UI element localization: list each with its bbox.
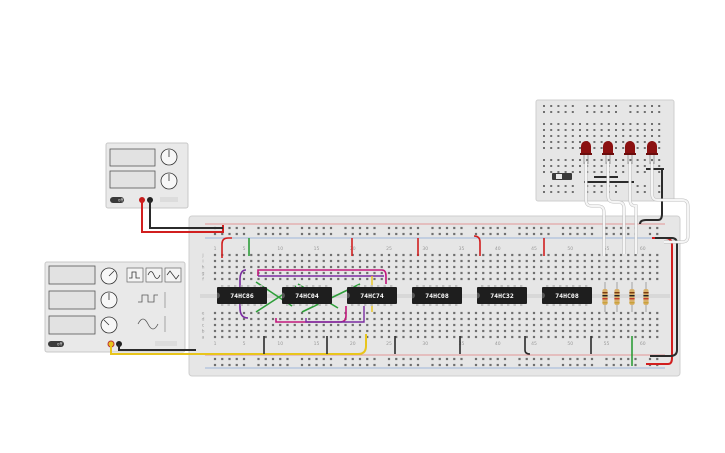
row-letter: d	[202, 317, 205, 323]
column-number: 60	[640, 246, 646, 252]
chip-label: 74HC74	[360, 292, 384, 300]
wire-magenta-top[interactable]	[257, 269, 387, 284]
chip-label: 74HC08	[425, 292, 449, 300]
row-letter: h	[202, 265, 205, 271]
column-number: 15	[314, 246, 320, 252]
offset-display	[48, 315, 96, 335]
voltage-display	[109, 148, 156, 167]
column-number: 45	[531, 246, 537, 252]
column-number: 50	[567, 246, 573, 252]
wire-black-gen-ground[interactable]	[118, 344, 196, 351]
square-wave-icon[interactable]	[126, 267, 144, 283]
column-number: 25	[386, 246, 392, 252]
breadboard-holes	[213, 226, 659, 367]
wire-black-led[interactable]	[639, 170, 663, 225]
column-number: 60	[640, 341, 646, 347]
wire-black-jumper-5[interactable]	[524, 336, 531, 355]
led-red[interactable]	[646, 141, 658, 164]
ic-chip[interactable]: 74HC08	[412, 285, 462, 306]
led-red[interactable]	[580, 141, 592, 164]
row-letter: i	[202, 259, 203, 265]
power-switch[interactable]	[110, 197, 124, 203]
chip-label: 74HC08	[555, 292, 579, 300]
column-number: 40	[495, 246, 501, 252]
column-number: 40	[495, 341, 501, 347]
ic-chip[interactable]: 74HC32	[477, 285, 527, 306]
wire-red-jumper-4[interactable]	[473, 235, 481, 256]
sine-wave-icon[interactable]	[145, 267, 163, 283]
row-letter: c	[202, 324, 205, 329]
wire-black-ground[interactable]	[149, 200, 223, 229]
chip-label: 74HC04	[295, 292, 319, 300]
column-number: 20	[350, 341, 356, 347]
column-number: 35	[459, 341, 465, 347]
column-number: 10	[277, 341, 283, 347]
triangle-wave-icon[interactable]	[164, 267, 182, 283]
chip-label: 74HC32	[490, 292, 514, 300]
led-red[interactable]	[624, 141, 636, 164]
column-number: 20	[350, 246, 356, 252]
row-letter: f	[202, 277, 204, 283]
waveform-preview-sine	[137, 318, 159, 330]
resistors[interactable]	[602, 282, 649, 312]
wire-yellow-signal[interactable]	[110, 334, 367, 355]
column-number: 1	[214, 341, 217, 347]
resistor[interactable]	[629, 282, 635, 312]
column-number: 15	[314, 341, 320, 347]
column-number: 10	[277, 246, 283, 252]
column-number: 30	[422, 246, 428, 252]
ic-chips[interactable]: 74HC86 74HC04 74HC74 74HC08 74HC32 74HC08	[217, 285, 592, 306]
generator-switch[interactable]	[48, 341, 64, 347]
column-number: 25	[386, 341, 392, 347]
led-array	[580, 141, 658, 164]
column-number: 30	[422, 341, 428, 347]
wire-purple-3[interactable]	[305, 306, 365, 323]
led-red[interactable]	[602, 141, 614, 164]
amplitude-display	[48, 290, 96, 310]
column-number: 55	[604, 341, 610, 347]
wire-white-led-3[interactable]	[629, 162, 637, 254]
wire-red-jumper[interactable]	[221, 237, 232, 258]
wire-black-right[interactable]	[650, 237, 678, 357]
row-letter: a	[202, 336, 205, 341]
row-letter: e	[202, 312, 205, 317]
waveform-preview-square	[138, 294, 158, 303]
frequency-display	[48, 265, 96, 285]
column-number: 1	[214, 246, 217, 252]
wire-white-led-1[interactable]	[585, 162, 605, 256]
ic-chip[interactable]: 74HC86	[217, 285, 267, 306]
chip-label: 74HC86	[230, 292, 254, 300]
column-number: 35	[459, 246, 465, 252]
ic-chip[interactable]: 74HC04	[282, 285, 332, 306]
wire-white-led-2[interactable]	[607, 162, 625, 254]
column-number: 50	[567, 341, 573, 347]
row-letter: j	[201, 253, 203, 259]
row-letter: g	[202, 272, 205, 277]
row-letter: b	[202, 329, 205, 335]
resistor[interactable]	[614, 282, 620, 312]
resistor[interactable]	[602, 282, 608, 312]
dc-power-supply[interactable]: off	[105, 142, 189, 209]
resistor[interactable]	[643, 282, 649, 312]
wires[interactable]	[110, 162, 690, 366]
ic-chip[interactable]: 74HC08	[542, 285, 592, 306]
column-number: 55	[604, 246, 610, 252]
current-display	[109, 170, 156, 189]
generator-switch-label: off	[57, 342, 62, 347]
power-switch-label: off	[118, 198, 123, 203]
column-number: 5	[243, 341, 246, 347]
ic-chip[interactable]: 74HC74	[347, 285, 397, 306]
column-number: 5	[243, 246, 246, 252]
column-number: 45	[531, 341, 537, 347]
function-generator[interactable]: off	[44, 261, 186, 353]
wire-white-led-4[interactable]	[651, 162, 689, 243]
